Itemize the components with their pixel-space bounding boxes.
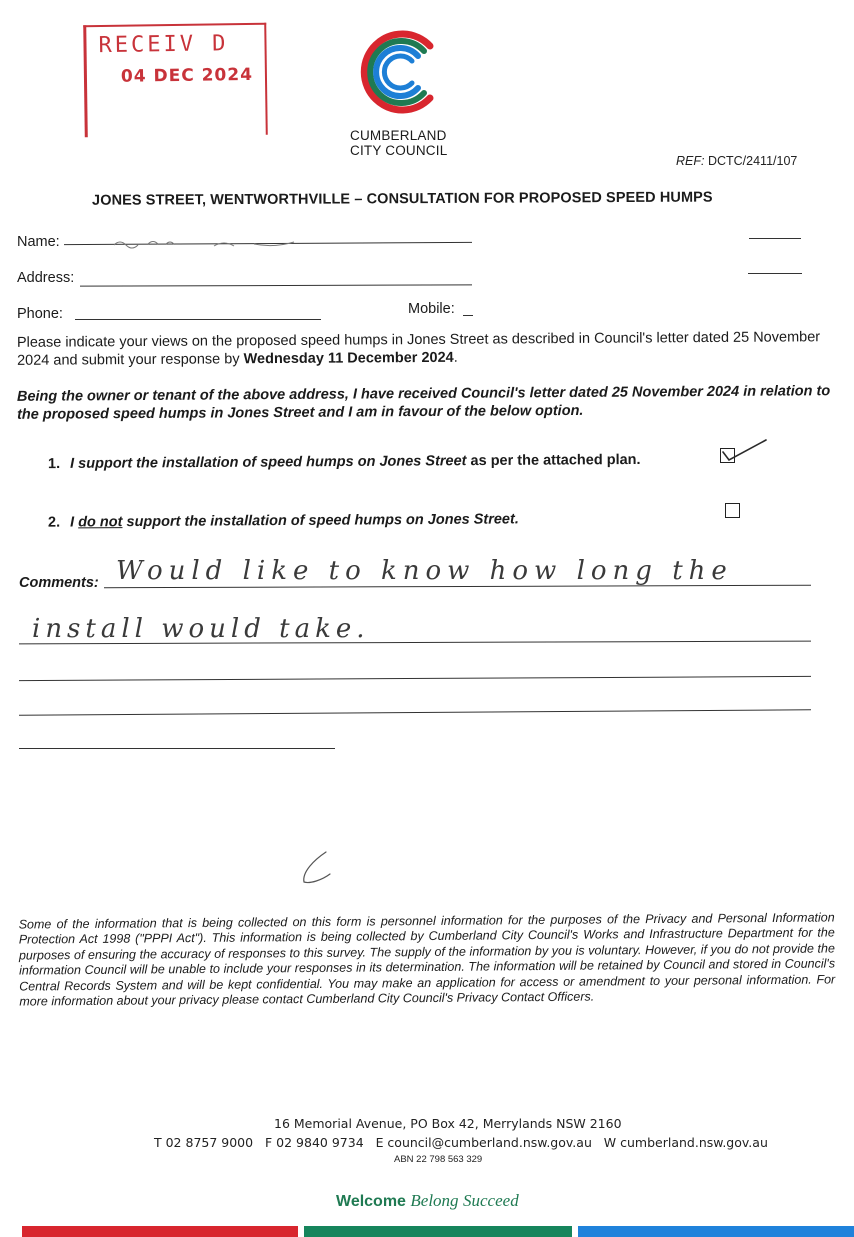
address-label: Address: bbox=[17, 270, 75, 286]
reference-number: REF: DCTC/2411/107 bbox=[676, 154, 797, 168]
comment-line-5[interactable] bbox=[19, 748, 335, 749]
footer-band-blue bbox=[578, 1226, 854, 1237]
received-stamp: RECEIV D 04 DEC 2024 bbox=[83, 22, 268, 138]
option-2: 2.I do not support the installation of s… bbox=[48, 511, 519, 530]
declaration-text: Being the owner or tenant of the above a… bbox=[16, 383, 831, 423]
intro-deadline: Wednesday 11 December 2024 bbox=[243, 349, 454, 368]
slogan-belong: Belong bbox=[410, 1191, 459, 1210]
checkmark-icon bbox=[722, 439, 767, 462]
intro-paragraph: Please indicate your views on the propos… bbox=[17, 328, 829, 370]
council-slogan: Welcome Belong Succeed bbox=[336, 1191, 519, 1211]
phone-label: Phone: bbox=[17, 306, 63, 322]
intro-end: . bbox=[453, 349, 458, 366]
option-2-underlined: do not bbox=[78, 514, 123, 531]
footer-address: 16 Memorial Avenue, PO Box 42, Merryland… bbox=[274, 1116, 622, 1131]
phone-field-line[interactable] bbox=[75, 319, 321, 320]
council-name-line1: CUMBERLAND bbox=[350, 128, 447, 143]
footer-contacts: T 02 8757 9000 F 02 9840 9734 E council@… bbox=[154, 1135, 768, 1150]
footer-abn: ABN 22 798 563 329 bbox=[394, 1154, 483, 1165]
margin-line-2 bbox=[748, 273, 802, 274]
option-1: 1. I support the installation of speed hu… bbox=[48, 452, 641, 472]
name-scribble bbox=[113, 241, 295, 249]
council-name-line2: CITY COUNCIL bbox=[350, 143, 448, 158]
margin-line-1 bbox=[749, 238, 801, 239]
mobile-field-line[interactable] bbox=[463, 315, 473, 316]
comment-handwriting-1: Would like to know how long the bbox=[116, 556, 733, 586]
council-logo-icon bbox=[360, 30, 434, 114]
comment-handwriting-2: install would take. bbox=[32, 614, 370, 644]
mobile-label: Mobile: bbox=[408, 301, 455, 317]
pen-mark bbox=[303, 851, 331, 884]
form-title: JONES STREET, WENTWORTHVILLE – CONSULTAT… bbox=[91, 189, 713, 209]
stamp-date: 04 DEC 2024 bbox=[120, 64, 254, 87]
name-label: Name: bbox=[17, 234, 60, 250]
stamp-title: RECEIV D bbox=[98, 31, 229, 59]
address-field-line[interactable] bbox=[79, 284, 473, 287]
option-1-number: 1. bbox=[47, 455, 61, 473]
option-2-text: support the installation of speed humps … bbox=[122, 511, 519, 531]
option-1-text: I support the installation of speed hump… bbox=[70, 453, 467, 472]
comments-label: Comments: bbox=[19, 575, 99, 591]
option-2-checkbox[interactable] bbox=[725, 503, 740, 518]
reference-label: REF: bbox=[676, 154, 705, 168]
slogan-succeed: Succeed bbox=[463, 1191, 519, 1210]
comment-line-3[interactable] bbox=[19, 675, 811, 682]
option-2-number: 2. bbox=[47, 514, 61, 531]
slogan-welcome: Welcome bbox=[336, 1193, 406, 1210]
privacy-notice: Some of the information that is being co… bbox=[18, 910, 836, 1009]
council-name: CUMBERLAND CITY COUNCIL bbox=[350, 128, 447, 158]
reference-value: DCTC/2411/107 bbox=[707, 154, 798, 168]
footer-band-red bbox=[22, 1226, 298, 1237]
footer-band-green bbox=[304, 1226, 572, 1237]
option-1-suffix: as per the attached plan. bbox=[466, 451, 641, 470]
comment-line-4[interactable] bbox=[19, 709, 811, 716]
